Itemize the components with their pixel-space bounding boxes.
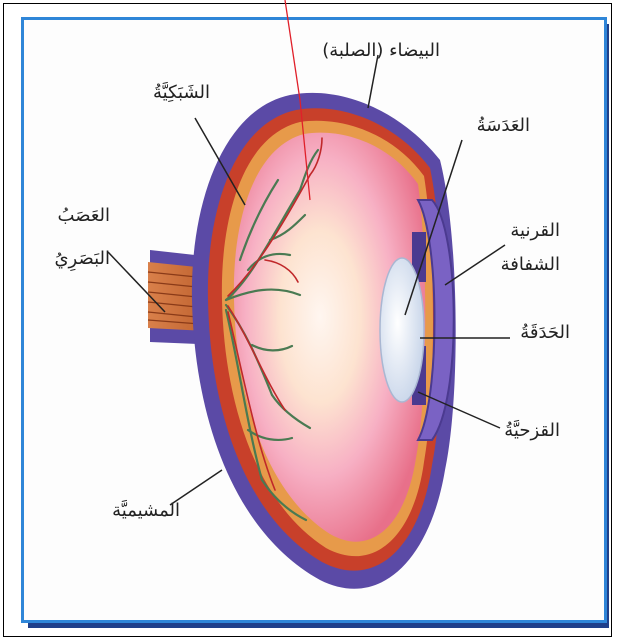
label-sclera: البيضاء (الصلبة) [310, 40, 440, 62]
label-choroid: المشيميَّة [100, 500, 180, 522]
sclera-pointer [368, 55, 378, 108]
label-cornea-line1: القرنية [490, 220, 560, 242]
label-iris: القزحيَّةُ [490, 420, 560, 442]
label-cornea-line2: الشفافة [490, 254, 560, 276]
label-optic-nerve-line1: العَصَبُ [30, 205, 110, 227]
label-retina: الشَبَكِيَّةُ [130, 82, 210, 104]
lens [380, 258, 424, 402]
label-optic-nerve-line2: البَصَرِيُ [30, 248, 110, 270]
label-pupil: الحَدَقَةُ [500, 322, 570, 344]
label-lens: العَدَسَةُ [450, 115, 530, 137]
